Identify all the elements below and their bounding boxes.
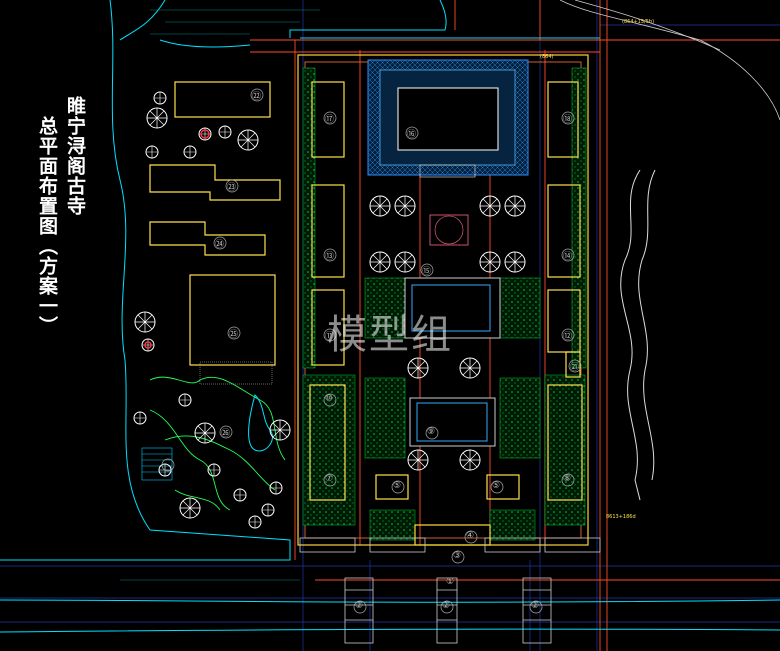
building-number: ⑩ — [325, 394, 334, 404]
right-side-note: 8613+186d — [606, 514, 636, 520]
building-number: ⑮ — [422, 267, 432, 277]
terrace-steps — [141, 447, 173, 481]
main-hall — [367, 59, 529, 178]
river-edge — [620, 169, 641, 501]
garden-paths — [149, 376, 286, 511]
building-number: ㉑ — [570, 363, 580, 373]
building-number: ① — [446, 577, 455, 587]
building-number: ② — [355, 601, 364, 611]
red-shrubs — [144, 129, 210, 349]
top-right-note: (864+15/5b) — [622, 19, 655, 25]
building-number: ⑱ — [563, 115, 573, 125]
building-number: ⑧ — [563, 474, 572, 484]
building-number: ⑤ — [393, 481, 402, 491]
water-hatch — [120, 9, 320, 581]
building-number: ㉕ — [229, 330, 239, 340]
building-number: ㉖ — [221, 429, 231, 439]
building-number: ⑤ — [492, 481, 501, 491]
building-number: ⑰ — [325, 115, 335, 125]
drawing-title-line-2: 总平面布置图（方案一） — [36, 116, 58, 336]
building-number: ⑬ — [325, 252, 335, 262]
building-number: ② — [531, 601, 540, 611]
building-number: ㉒ — [252, 92, 262, 102]
building-number: ③ — [453, 551, 462, 561]
garden-pond — [248, 394, 273, 452]
building-number: ⑨ — [427, 427, 436, 437]
building-numbers — [161, 88, 582, 614]
building-number: ⑯ — [407, 130, 417, 140]
drawing-title-line-1: 睢宁浔阁古寺 — [64, 96, 86, 216]
building-number: ⑦ — [325, 474, 334, 484]
building-number: ② — [442, 601, 451, 611]
building-number: ⑪ — [325, 332, 335, 342]
green-strips — [302, 67, 587, 541]
side-buildings — [309, 81, 583, 546]
road-lines — [250, 0, 780, 651]
building-number: ⑫ — [563, 332, 573, 342]
building-number: ㉔ — [215, 240, 225, 250]
watermark: 模型组 — [327, 312, 453, 358]
building-number: ④ — [466, 531, 475, 541]
courtyard-halls — [404, 214, 501, 447]
entrance-gates — [299, 537, 601, 644]
left-buildings — [149, 81, 281, 366]
site-boundary — [0, 0, 780, 633]
building-number: ㉓ — [227, 183, 237, 193]
building-number: ⑭ — [563, 252, 573, 262]
top-mid-note: (864) — [540, 54, 554, 60]
